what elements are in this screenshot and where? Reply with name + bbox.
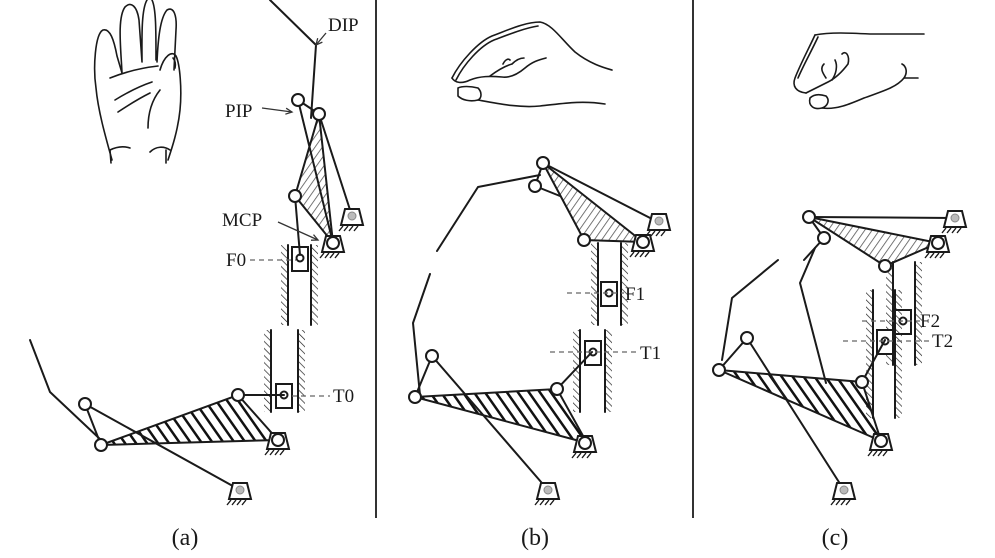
link-bar: [746, 337, 845, 491]
finger-coupler-link: [293, 113, 335, 247]
link-bar: [318, 113, 353, 217]
panel-caption: (b): [521, 525, 549, 551]
finger-coupler-link: [542, 162, 647, 244]
revolute-joint: [817, 231, 831, 245]
fist-hand-icon: [793, 32, 925, 110]
revolute-joint: [855, 375, 869, 389]
ground-pivot-icon: [924, 235, 951, 259]
finger-coupler-link: [808, 216, 942, 268]
link-bar: [29, 339, 102, 441]
link-bar: [718, 337, 748, 371]
thumb-outline: [721, 259, 779, 361]
pointer-arrow-icon: [261, 107, 293, 113]
ground-pivot-icon: [264, 432, 291, 456]
link-bar: [84, 403, 241, 491]
joint-label: MCP: [222, 210, 262, 231]
link-bar: [414, 355, 433, 398]
link-bar: [808, 216, 955, 219]
revolute-joint: [94, 438, 108, 452]
revolute-joint: [528, 179, 542, 193]
ground-pivot-icon: [645, 213, 672, 237]
ground-pivot-icon: [830, 482, 857, 506]
revolute-joint: [802, 210, 816, 224]
revolute-joint: [577, 233, 591, 247]
joint-label: F1: [625, 284, 645, 305]
panel-caption: (a): [172, 525, 199, 551]
ground-pivot-icon: [319, 235, 346, 259]
ground-pivot-icon: [534, 482, 561, 506]
ground-pivot-icon: [941, 210, 968, 234]
joint-label: T0: [333, 386, 354, 407]
joint-label: T2: [932, 331, 953, 352]
revolute-joint: [536, 156, 550, 170]
thumb-outline: [412, 273, 431, 396]
finger-outline: [436, 174, 541, 252]
link-bar: [542, 162, 659, 223]
thumb-coupler-link: [100, 393, 281, 446]
revolute-joint: [712, 363, 726, 377]
joint-label: T1: [640, 343, 661, 364]
joint-label: F2: [920, 311, 940, 332]
revolute-joint: [550, 382, 564, 396]
revolute-joint: [740, 331, 754, 345]
panel-caption: (c): [822, 525, 849, 551]
revolute-joint: [231, 388, 245, 402]
revolute-joint: [288, 189, 302, 203]
link-bar: [297, 99, 334, 244]
link-bar: [431, 355, 549, 491]
link-bar: [556, 351, 593, 390]
prismatic-slider: [591, 242, 628, 326]
revolute-joint: [312, 107, 326, 121]
link-bar: [861, 339, 886, 383]
prismatic-slider: [264, 329, 305, 413]
revolute-joint: [291, 93, 305, 107]
ground-pivot-icon: [226, 482, 253, 506]
revolute-joint: [408, 390, 422, 404]
revolute-joint: [78, 397, 92, 411]
thumb-coupler-link: [414, 387, 590, 445]
joint-label: DIP: [328, 15, 359, 36]
pinch-hand-icon: [451, 21, 613, 108]
ground-pivot-icon: [338, 208, 365, 232]
prismatic-slider: [573, 329, 612, 413]
joint-label: F0: [226, 250, 246, 271]
link-bar: [294, 195, 301, 256]
open-palm-hand-icon: [93, 0, 182, 164]
prismatic-slider: [281, 244, 318, 326]
ground-pivot-icon: [629, 234, 656, 258]
finger-outline: [799, 247, 827, 384]
prismatic-slider: [866, 289, 902, 419]
joint-label: PIP: [225, 101, 252, 122]
ground-pivot-icon: [867, 433, 894, 457]
revolute-joint: [425, 349, 439, 363]
ground-pivot-icon: [571, 435, 598, 459]
pointer-arrow-icon: [315, 32, 327, 46]
pointer-arrow-icon: [277, 221, 319, 241]
revolute-joint: [878, 259, 892, 273]
